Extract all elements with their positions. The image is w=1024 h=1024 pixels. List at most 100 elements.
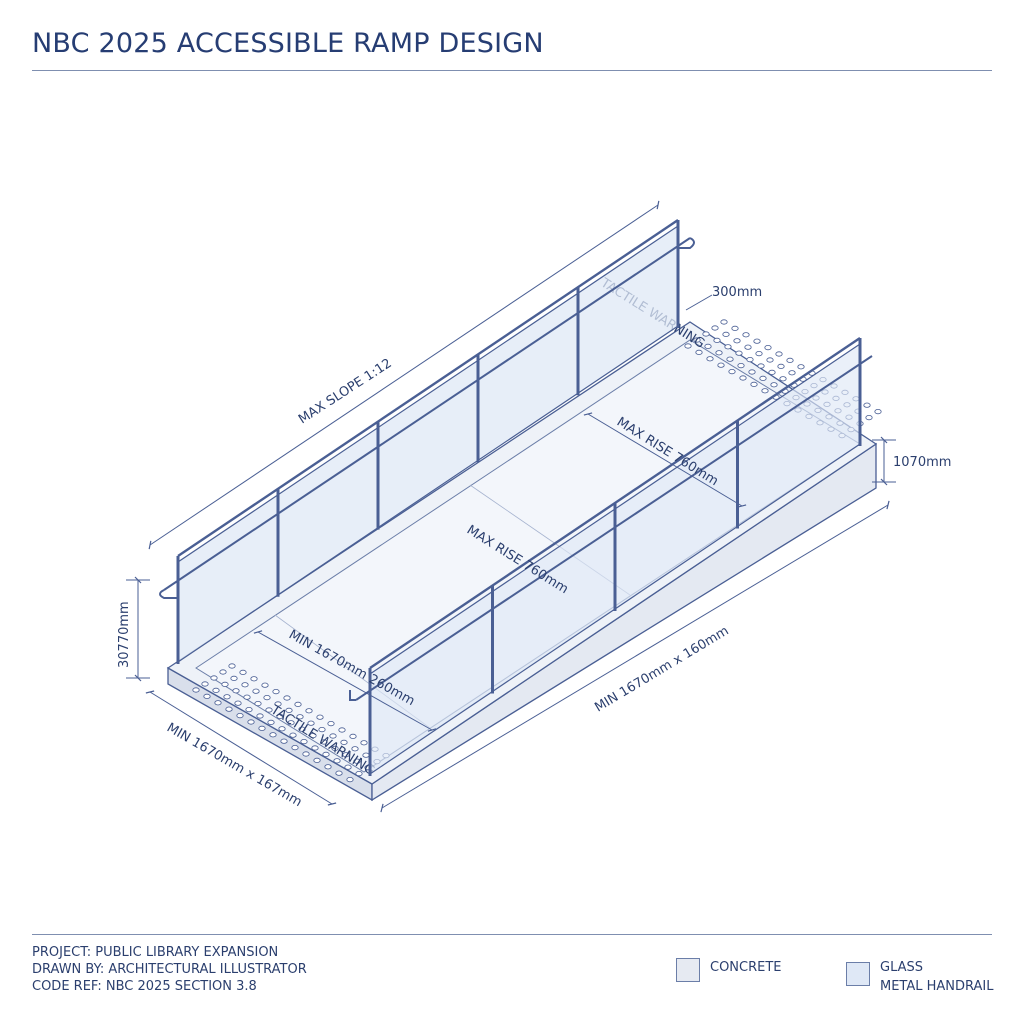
tactile-dot (219, 669, 227, 675)
tactile-dot (335, 770, 343, 776)
tactile-dot (283, 695, 291, 701)
tactile-dot (232, 688, 240, 694)
handrail-extension-label: 300mm (712, 285, 762, 300)
tactile-dot (221, 681, 229, 688)
tactile-dot (775, 351, 783, 357)
tactile-dot (713, 337, 721, 343)
legend-handrail: METAL HANDRAIL (880, 979, 994, 994)
tactile-dot (766, 357, 774, 363)
tactile-dot (203, 693, 211, 700)
tactile-dot (755, 350, 763, 357)
tactile-dot (239, 669, 247, 676)
legend-concrete: CONCRETE (710, 960, 782, 975)
tactile-dot (353, 758, 361, 764)
upper-rise-dim-line (583, 412, 747, 508)
title-divider (32, 70, 992, 71)
tactile-dot (280, 738, 288, 744)
tactile-dot (748, 369, 756, 375)
legend-glass: GLASS (880, 960, 924, 975)
tactile-dot (693, 337, 701, 343)
guard-height-label: 1070mm (893, 455, 951, 470)
tactile-dot (744, 344, 752, 350)
tactile-dot (300, 738, 308, 745)
tactile-dot (733, 338, 741, 344)
tactile-dot (711, 325, 719, 331)
tactile-dot (324, 764, 332, 770)
tactile-dot (720, 319, 728, 325)
tactile-dot (355, 770, 363, 777)
tactile-dot (342, 752, 350, 758)
tactile-dot (726, 356, 734, 362)
footer-divider (32, 934, 992, 935)
tactile-dot (764, 344, 772, 351)
tactile-dot (313, 757, 321, 764)
tactile-dot (735, 350, 743, 356)
tactile-dot (750, 381, 758, 387)
tactile-dot (241, 682, 249, 688)
glass-swatch (846, 962, 870, 986)
extension-dim-leader (685, 294, 713, 311)
tactile-dot (757, 363, 765, 369)
tactile-dot (267, 719, 275, 726)
tactile-dot (192, 687, 200, 693)
tactile-dot (777, 363, 785, 369)
inner-width-dim-line (253, 630, 437, 732)
tactile-dot (228, 663, 236, 669)
tactile-dot (250, 676, 258, 682)
tactile-dot (258, 725, 266, 732)
tactile-dot (344, 764, 352, 770)
concrete-swatch (676, 958, 700, 982)
tactile-dot (706, 356, 714, 362)
title-block: PROJECT: PUBLIC LIBRARY EXPANSION DRAWN … (32, 944, 307, 995)
tactile-dot (346, 776, 354, 783)
tactile-dot (759, 375, 767, 381)
tactile-dot (327, 720, 335, 727)
tactile-dot (779, 376, 787, 382)
tactile-dot (722, 331, 730, 337)
tactile-dot (715, 350, 723, 356)
slope-dim-line (148, 200, 660, 550)
tactile-dot (338, 727, 346, 733)
tactile-dot (245, 706, 253, 713)
left-height-label: 30770mm (117, 601, 132, 668)
tactile-dot (236, 712, 244, 719)
tactile-dot (210, 675, 218, 681)
tactile-dot (289, 732, 297, 738)
tactile-dot (739, 375, 747, 381)
tactile-dot (340, 739, 348, 746)
tactile-dot (261, 682, 269, 688)
tactile-dot (351, 746, 359, 752)
page-title: NBC 2025 ACCESSIBLE RAMP DESIGN (32, 28, 544, 59)
tactile-dot (225, 706, 233, 712)
tactile-dot (746, 356, 754, 363)
tactile-dot (704, 343, 712, 349)
drawn-by-text: DRAWN BY: ARCHITECTURAL ILLUSTRATOR (32, 962, 307, 977)
tactile-dot (252, 688, 260, 694)
landing-dim-line (145, 690, 337, 806)
tactile-dot (874, 408, 882, 415)
tactile-dot (311, 745, 319, 751)
tactile-dot (305, 708, 313, 714)
tactile-dot (263, 694, 271, 701)
tactile-dot (256, 713, 264, 719)
tactile-dot (768, 369, 776, 375)
tactile-dot (737, 362, 745, 369)
tactile-dot (684, 343, 692, 349)
tactile-dot (786, 357, 794, 363)
tactile-dot (234, 700, 242, 706)
tactile-dot (243, 694, 251, 700)
tactile-dot (230, 675, 238, 682)
tactile-dot (223, 694, 231, 700)
tactile-dot (863, 402, 871, 408)
tactile-dot (291, 744, 299, 751)
tactile-dot (761, 388, 769, 394)
tactile-dot (770, 382, 778, 388)
tactile-dot (269, 732, 277, 738)
code-ref-text: CODE REF: NBC 2025 SECTION 3.8 (32, 979, 257, 994)
tactile-dot (278, 726, 286, 732)
tactile-dot (360, 740, 368, 746)
tactile-dot (865, 414, 873, 421)
project-text: PROJECT: PUBLIC LIBRARY EXPANSION (32, 945, 279, 960)
tactile-dot (349, 733, 357, 740)
